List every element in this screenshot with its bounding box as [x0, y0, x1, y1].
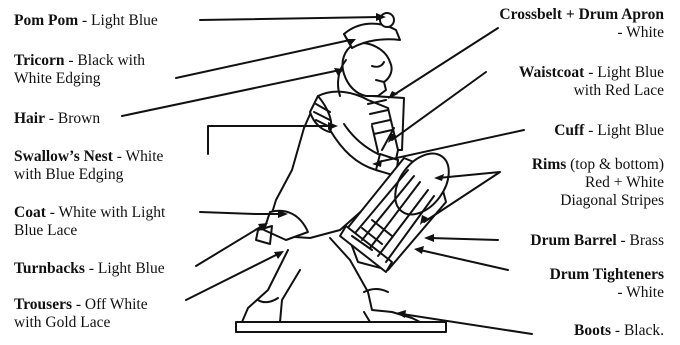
leader-tighteners	[420, 250, 508, 270]
label-hair: Hair - Brown	[14, 110, 100, 128]
figure-base	[236, 322, 446, 332]
label-drum-tighteners: Drum Tighteners - White	[550, 266, 664, 302]
pompom	[380, 13, 394, 27]
label-desc-line2: - White	[617, 284, 664, 301]
label-name: Pom Pom	[14, 12, 78, 29]
label-desc: - Brown	[45, 110, 100, 127]
label-desc: - Brass	[617, 232, 664, 249]
label-desc-line2: with Red Lace	[574, 82, 664, 99]
label-desc-line2: White Edging	[14, 70, 101, 87]
label-desc: - Black.	[611, 322, 664, 339]
label-name: Coat	[14, 204, 46, 221]
label-name: Tricorn	[14, 52, 65, 69]
label-waistcoat: Waistcoat - Light Blue with Red Lace	[519, 64, 664, 100]
label-desc: - Black with	[65, 52, 146, 69]
label-desc-line2: with Gold Lace	[14, 314, 110, 331]
leader-pompom	[200, 17, 380, 20]
label-desc: - Light Blue	[584, 122, 664, 139]
label-trousers: Trousers - Off White with Gold Lace	[14, 296, 148, 332]
label-swallows-nest: Swallow’s Nest - White with Blue Edging	[14, 148, 163, 184]
label-desc-line2: with Blue Edging	[14, 166, 123, 183]
label-desc: - Light Blue	[85, 260, 165, 277]
label-desc: - White	[113, 148, 164, 165]
label-coat: Coat - White with Light Blue Lace	[14, 204, 165, 240]
back-leg	[242, 250, 300, 322]
label-rims: Rims (top & bottom) Red + White Diagonal…	[532, 156, 664, 210]
label-name: Drum Barrel	[530, 232, 616, 249]
label-name: Turnbacks	[14, 260, 85, 277]
label-name: Trousers	[14, 296, 72, 313]
label-desc: (top & bottom)	[566, 156, 664, 173]
label-name: Rims	[532, 156, 566, 173]
leader-tricorn	[176, 40, 350, 78]
label-tricorn: Tricorn - Black with White Edging	[14, 52, 145, 88]
label-desc: - White with Light	[46, 204, 165, 221]
label-name: Crossbelt + Drum Apron	[499, 6, 664, 23]
label-name: Drum Tighteners	[550, 266, 664, 283]
label-name: Cuff	[554, 122, 584, 139]
leader-turnbacks	[196, 226, 262, 266]
label-desc-line3: Diagonal Stripes	[560, 192, 664, 209]
leader-crossbelt	[392, 28, 498, 96]
label-name: Hair	[14, 110, 45, 127]
label-turnbacks: Turnbacks - Light Blue	[14, 260, 165, 278]
leader-waistcoat	[392, 72, 486, 140]
label-desc-line2: Blue Lace	[14, 222, 77, 239]
label-drum-barrel: Drum Barrel - Brass	[530, 232, 664, 250]
label-desc-line2: - White	[617, 24, 664, 41]
label-desc-line2: Red + White	[585, 174, 664, 191]
label-desc: - Off White	[72, 296, 148, 313]
label-desc: - Light Blue	[78, 12, 158, 29]
label-name: Boots	[574, 322, 611, 339]
label-name: Waistcoat	[519, 64, 584, 81]
leader-barrel	[430, 238, 498, 240]
label-crossbelt: Crossbelt + Drum Apron - White	[499, 6, 664, 42]
label-cuff: Cuff - Light Blue	[554, 122, 664, 140]
label-boots: Boots - Black.	[574, 322, 664, 340]
label-name: Swallow’s Nest	[14, 148, 113, 165]
head	[342, 43, 391, 96]
label-pompom: Pom Pom - Light Blue	[14, 12, 158, 30]
leader-hair	[122, 70, 340, 116]
label-desc: - Light Blue	[584, 64, 664, 81]
